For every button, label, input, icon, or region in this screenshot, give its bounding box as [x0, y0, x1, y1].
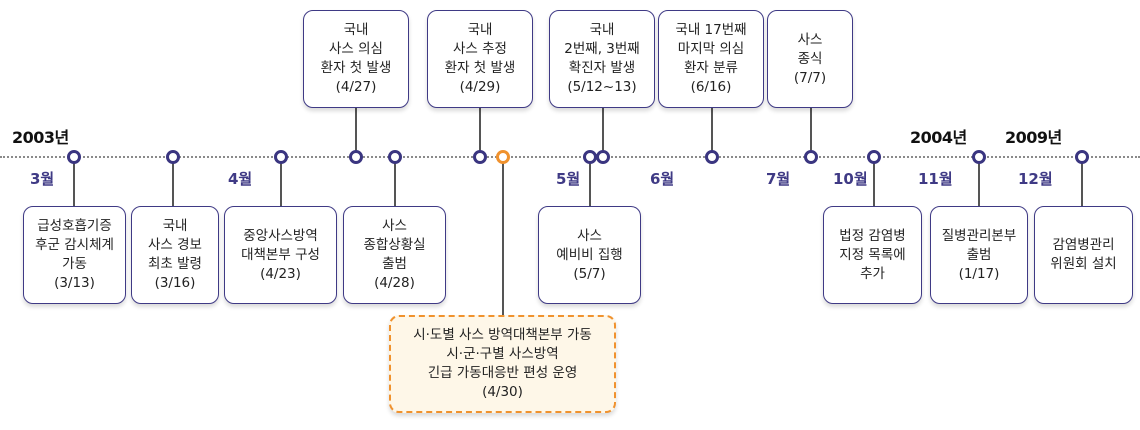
- connector-line: [978, 160, 980, 206]
- year-label-2003: 2003년: [12, 128, 69, 147]
- connector-line: [711, 108, 713, 154]
- event-box-1-17: 질병관리본부 출범 (1/17): [930, 206, 1028, 304]
- timeline-node: [473, 150, 487, 164]
- event-box-5-12: 국내 2번째, 3번째 확진자 발생 (5/12~13): [549, 10, 655, 108]
- connector-line: [172, 160, 174, 206]
- event-box-4-30-highlight: 시·도별 사스 방역대책본부 가동 시·군·구별 사스방역 긴급 가동대응반 편…: [389, 315, 616, 413]
- month-label-3: 3월: [30, 170, 55, 188]
- timeline-node: [388, 150, 402, 164]
- month-label-11: 11월: [918, 170, 953, 188]
- timeline-node: [583, 150, 597, 164]
- month-label-10: 10월: [833, 170, 868, 188]
- event-box-6-16: 국내 17번째 마지막 의심 환자 분류 (6/16): [658, 10, 764, 108]
- connector-line: [1081, 160, 1083, 206]
- connector-line: [873, 160, 875, 206]
- event-box-4-27: 국내 사스 의심 환자 첫 발생 (4/27): [303, 10, 409, 108]
- month-label-5: 5월: [556, 170, 581, 188]
- timeline-node: [67, 150, 81, 164]
- timeline-node: [705, 150, 719, 164]
- timeline-node: [972, 150, 986, 164]
- connector-line: [589, 160, 591, 206]
- timeline-axis: [0, 156, 1140, 158]
- year-label-2009: 2009년: [1005, 128, 1062, 147]
- year-label-2004: 2004년: [910, 128, 967, 147]
- event-box-legal-infectious: 법정 감염병 지정 목록에 추가: [823, 206, 922, 304]
- month-label-12: 12월: [1018, 170, 1053, 188]
- event-box-3-13: 급성호흡기증 후군 감시체계 가동 (3/13): [23, 206, 126, 304]
- event-box-4-28: 사스 종합상황실 출범 (4/28): [343, 206, 446, 304]
- event-box-3-16: 국내 사스 경보 최초 발령 (3/16): [131, 206, 219, 304]
- timeline-node: [596, 150, 610, 164]
- event-box-4-29: 국내 사스 추정 환자 첫 발생 (4/29): [427, 10, 533, 108]
- connector-line: [73, 160, 75, 206]
- month-label-6: 6월: [650, 170, 675, 188]
- timeline-node: [804, 150, 818, 164]
- timeline-node: [349, 150, 363, 164]
- month-label-4: 4월: [228, 170, 253, 188]
- connector-line: [602, 108, 604, 154]
- connector-line: [502, 160, 504, 316]
- timeline-node: [274, 150, 288, 164]
- event-box-7-7: 사스 종식 (7/7): [767, 10, 853, 108]
- connector-line: [280, 160, 282, 206]
- connector-line: [810, 108, 812, 154]
- event-box-committee: 감염병관리 위원회 설치: [1034, 206, 1133, 304]
- event-box-5-7: 사스 예비비 집행 (5/7): [538, 206, 641, 304]
- connector-line: [479, 108, 481, 154]
- timeline-node: [166, 150, 180, 164]
- timeline-node-highlight: [496, 150, 510, 164]
- month-label-7: 7월: [766, 170, 791, 188]
- event-box-4-23: 중앙사스방역 대책본부 구성 (4/23): [224, 206, 337, 304]
- timeline-node: [867, 150, 881, 164]
- connector-line: [394, 160, 396, 206]
- timeline-node: [1075, 150, 1089, 164]
- connector-line: [355, 108, 357, 154]
